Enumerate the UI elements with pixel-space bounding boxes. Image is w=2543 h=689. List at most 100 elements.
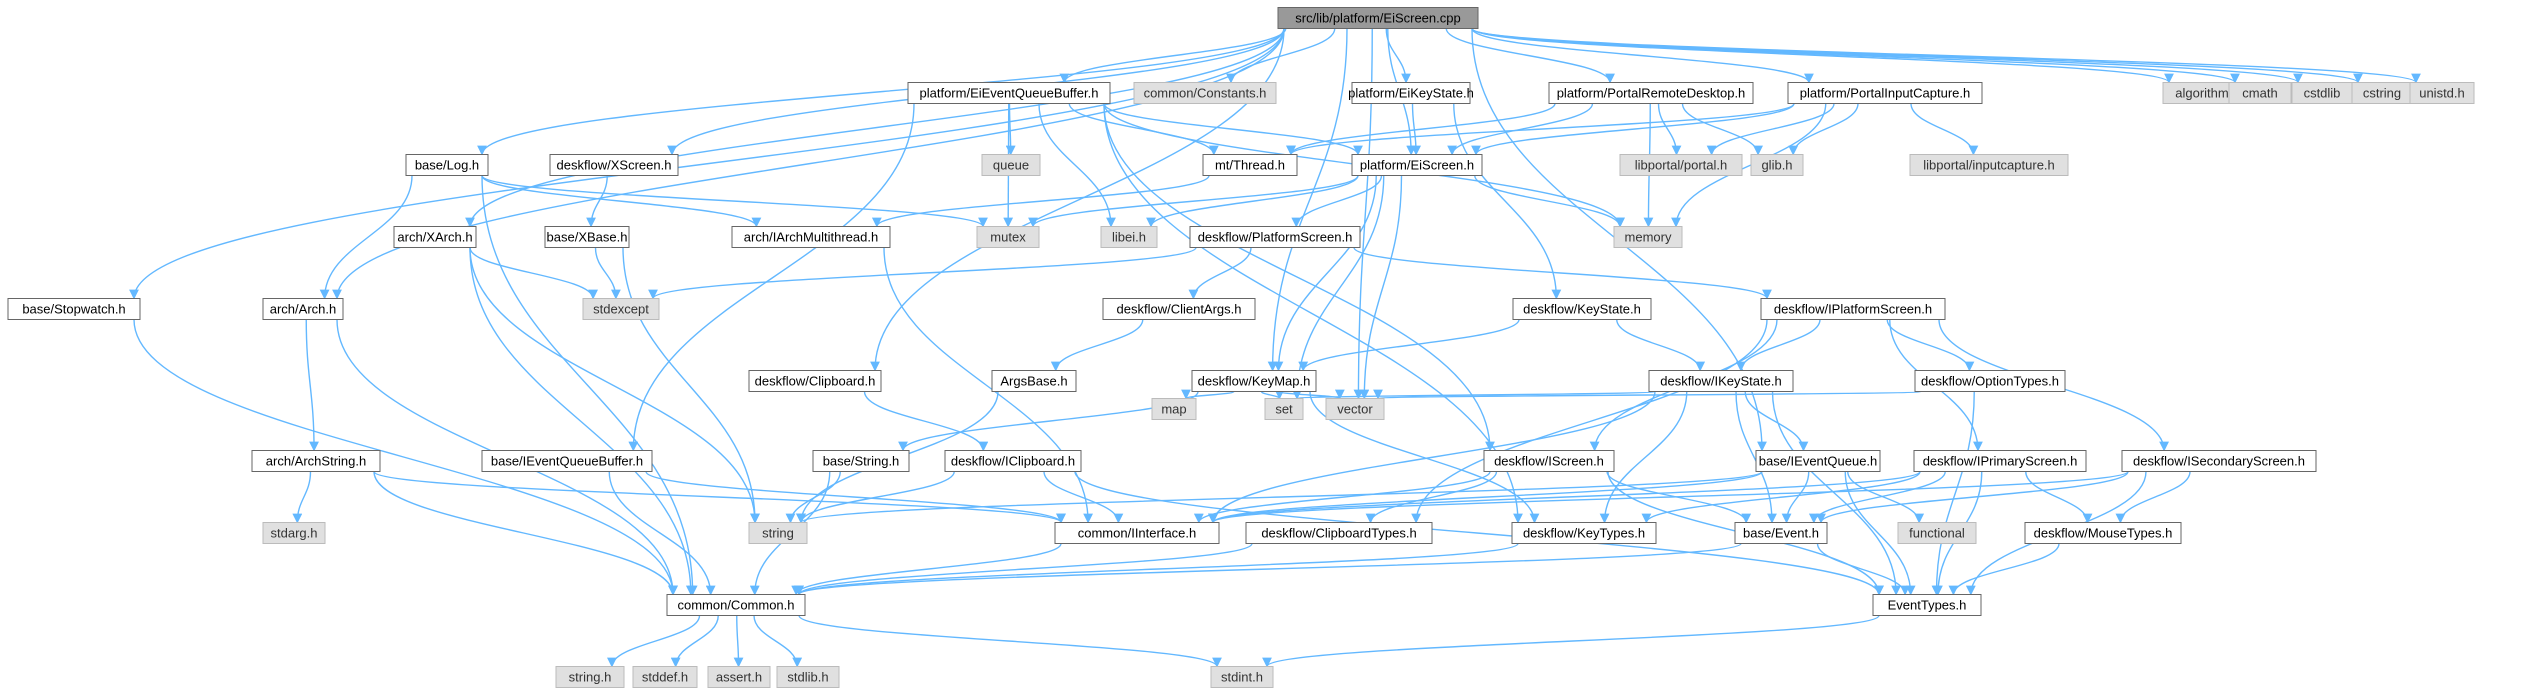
- node-root[interactable]: src/lib/platform/EiScreen.cpp: [1277, 7, 1479, 29]
- node-iPlatformScreen[interactable]: deskflow/IPlatformScreen.h: [1760, 298, 1946, 320]
- node-iKeyState[interactable]: deskflow/IKeyState.h: [1648, 370, 1794, 392]
- node-cstdlib: cstdlib: [2291, 82, 2353, 104]
- node-iClipboard[interactable]: deskflow/IClipboard.h: [944, 450, 1082, 472]
- node-mouseTypes[interactable]: deskflow/MouseTypes.h: [2024, 522, 2182, 544]
- node-archMulti[interactable]: arch/IArchMultithread.h: [731, 226, 891, 248]
- node-box-root: [1277, 7, 1479, 29]
- node-keyMap[interactable]: deskflow/KeyMap.h: [1191, 370, 1317, 392]
- node-box-mutex: [976, 226, 1040, 248]
- node-optionTypes[interactable]: deskflow/OptionTypes.h: [1914, 370, 2066, 392]
- edge-portalRemote-to-eiScreenH: [1447, 103, 1594, 156]
- node-stopwatch[interactable]: base/Stopwatch.h: [7, 298, 141, 320]
- node-box-stddef: [632, 666, 698, 688]
- node-baseString[interactable]: base/String.h: [812, 450, 910, 472]
- node-iScreen[interactable]: deskflow/IScreen.h: [1483, 450, 1615, 472]
- node-box-iKeyState: [1648, 370, 1794, 392]
- edge-iPlatformScreen-to-optionTypes: [1886, 319, 1975, 372]
- node-portalInput[interactable]: platform/PortalInputCapture.h: [1787, 82, 1983, 104]
- node-box-clientArgs: [1102, 298, 1256, 320]
- node-box-baseEvent: [1734, 522, 1828, 544]
- edge-keyStateH-to-keyMap: [1298, 319, 1520, 372]
- edge-iPrimaryScreen-to-mouseTypes: [2025, 471, 2093, 524]
- edge-root-to-baseLog: [477, 28, 1285, 156]
- edge-portalRemote-to-mtThread: [1286, 103, 1556, 156]
- node-iPrimaryScreen[interactable]: deskflow/IPrimaryScreen.h: [1913, 450, 2087, 472]
- node-eiKeyState[interactable]: platform/EiKeyState.h: [1348, 82, 1474, 104]
- node-commonCommon[interactable]: common/Common.h: [666, 594, 806, 616]
- edge-root-to-cstring: [1471, 27, 2363, 84]
- node-label-stdexcept: stdexcept: [593, 301, 649, 316]
- node-argsBase[interactable]: ArgsBase.h: [991, 370, 1077, 392]
- edge-eiKeyState-to-eiScreenH: [1411, 103, 1421, 156]
- node-label-iEventQueueBuffer: base/IEventQueueBuffer.h: [491, 453, 643, 468]
- node-stdarg: stdarg.h: [262, 522, 326, 544]
- edge-commonCommon-to-stddef: [670, 615, 719, 668]
- node-eiEventQueueBuffer[interactable]: platform/EiEventQueueBuffer.h: [907, 82, 1111, 104]
- node-clipboard[interactable]: deskflow/Clipboard.h: [748, 370, 882, 392]
- node-iSecondaryScreen[interactable]: deskflow/ISecondaryScreen.h: [2121, 450, 2317, 472]
- node-box-mouseTypes: [2024, 522, 2182, 544]
- node-baseEvent[interactable]: base/Event.h: [1734, 522, 1828, 544]
- node-keyTypes[interactable]: deskflow/KeyTypes.h: [1511, 522, 1657, 544]
- node-box-stdarg: [262, 522, 326, 544]
- node-portalRemote[interactable]: platform/PortalRemoteDesktop.h: [1548, 82, 1754, 104]
- edge-iSecondaryScreen-to-baseEvent: [1816, 471, 2129, 524]
- node-label-mutex: mutex: [990, 229, 1026, 244]
- node-iEventQueueBuffer[interactable]: base/IEventQueueBuffer.h: [481, 450, 653, 472]
- node-archXArch[interactable]: arch/XArch.h: [393, 226, 477, 248]
- node-box-stdexcept: [582, 298, 660, 320]
- node-box-iPlatformScreen: [1760, 298, 1946, 320]
- node-label-libei: libei.h: [1112, 229, 1146, 244]
- node-mtThread[interactable]: mt/Thread.h: [1202, 154, 1298, 176]
- edge-eiEventQueueBuffer-to-mtThread: [1068, 103, 1219, 156]
- node-label-stringH: string.h: [569, 669, 612, 684]
- node-clientArgs[interactable]: deskflow/ClientArgs.h: [1102, 298, 1256, 320]
- edge-keyMap-to-set: [1260, 389, 1285, 400]
- node-platformScreen[interactable]: deskflow/PlatformScreen.h: [1189, 226, 1361, 248]
- node-label-archString: arch/ArchString.h: [266, 453, 366, 468]
- edge-archString-to-commonCommon: [373, 471, 678, 596]
- node-eventTypes[interactable]: EventTypes.h: [1872, 594, 1982, 616]
- edge-portalInput-to-mtThread: [1286, 102, 1795, 156]
- edge-portalInput-to-libportalPortal: [1706, 103, 1835, 156]
- node-baseXBase[interactable]: base/XBase.h: [544, 226, 630, 248]
- node-label-baseEvent: base/Event.h: [1743, 525, 1819, 540]
- edge-root-to-eiKeyState: [1385, 28, 1411, 84]
- node-xscreen[interactable]: deskflow/XScreen.h: [549, 154, 679, 176]
- node-label-iPrimaryScreen: deskflow/IPrimaryScreen.h: [1923, 453, 2078, 468]
- node-archArch[interactable]: arch/Arch.h: [262, 298, 344, 320]
- node-stdexcept: stdexcept: [582, 298, 660, 320]
- node-label-xscreen: deskflow/XScreen.h: [557, 157, 672, 172]
- edge-iEventQueue-to-iInterface: [1208, 470, 1763, 524]
- node-label-iKeyState: deskflow/IKeyState.h: [1660, 373, 1781, 388]
- edge-baseXBase-to-stdexcept: [594, 247, 621, 300]
- node-box-portalRemote: [1548, 82, 1754, 104]
- edge-root-to-archArch: [332, 28, 1285, 300]
- edge-mouseTypes-to-eventTypes: [1948, 543, 2060, 596]
- node-box-archArch: [262, 298, 344, 320]
- node-algorithm: algorithm: [2162, 82, 2242, 104]
- node-box-constants: [1133, 82, 1277, 104]
- node-stringH: string.h: [555, 666, 625, 688]
- node-iInterface[interactable]: common/IInterface.h: [1054, 522, 1220, 544]
- edge-iPlatformScreen-to-clipboardTypes: [1411, 319, 1768, 524]
- node-baseLog[interactable]: base/Log.h: [405, 154, 489, 176]
- node-box-commonCommon: [666, 594, 806, 616]
- node-keyStateH[interactable]: deskflow/KeyState.h: [1512, 298, 1652, 320]
- node-box-unistd: [2409, 82, 2475, 104]
- node-label-keyTypes: deskflow/KeyTypes.h: [1523, 525, 1645, 540]
- edge-eiScreenH-to-mutex: [1028, 175, 1359, 228]
- node-archString[interactable]: arch/ArchString.h: [251, 450, 381, 472]
- node-box-iPrimaryScreen: [1913, 450, 2087, 472]
- node-iEventQueue[interactable]: base/IEventQueue.h: [1755, 450, 1881, 472]
- node-label-stopwatch: base/Stopwatch.h: [22, 301, 125, 316]
- node-box-queue: [981, 154, 1041, 176]
- node-label-platformScreen: deskflow/PlatformScreen.h: [1198, 229, 1353, 244]
- node-clipboardTypes[interactable]: deskflow/ClipboardTypes.h: [1245, 522, 1433, 544]
- edge-eiEventQueueBuffer-to-iEventQueueBuffer: [628, 103, 915, 452]
- node-label-set: set: [1275, 401, 1293, 416]
- edge-root-to-cmath: [1471, 27, 2240, 84]
- node-box-memory: [1613, 226, 1683, 248]
- node-eiScreenH[interactable]: platform/EiScreen.h: [1351, 154, 1483, 176]
